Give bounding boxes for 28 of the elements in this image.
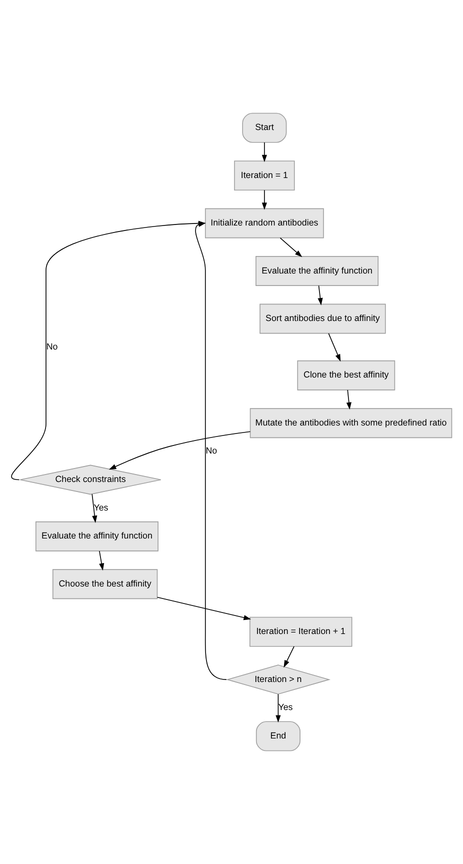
node-box: Mutate the antibodies with some predefined ratio [250, 408, 452, 438]
arrow [108, 431, 251, 470]
arrow [276, 694, 281, 723]
node-box: Initialize random antibodies [204, 208, 324, 238]
node-box: Evaluate the affinity function [256, 256, 379, 286]
node-box: End [256, 721, 300, 752]
arrow [262, 142, 267, 162]
node-box: Evaluate the affinity function [35, 521, 158, 552]
edge-label: No [206, 446, 218, 456]
node-box: Clone the best affinity [297, 360, 396, 390]
arrow [280, 238, 302, 258]
arrow [99, 550, 104, 571]
node-box: Choose the best affinity [52, 569, 158, 600]
arrow [346, 390, 352, 410]
node-box: Sort antibodies due to affinity [260, 304, 386, 334]
edge-label: No [46, 341, 58, 352]
node-diamond: Iteration > n [226, 664, 331, 695]
arrow [156, 596, 251, 620]
node-box: Start [242, 112, 287, 143]
node-box: Iteration = 1 [234, 160, 295, 190]
node-box: Iteration = Iteration + 1 [249, 616, 352, 647]
edge-label: Yes [278, 702, 293, 712]
arrow [262, 190, 267, 210]
arrow [318, 285, 323, 306]
arrow [328, 333, 341, 362]
arrow [284, 646, 294, 668]
arrow [92, 494, 98, 523]
edge-label: Yes [94, 502, 108, 512]
